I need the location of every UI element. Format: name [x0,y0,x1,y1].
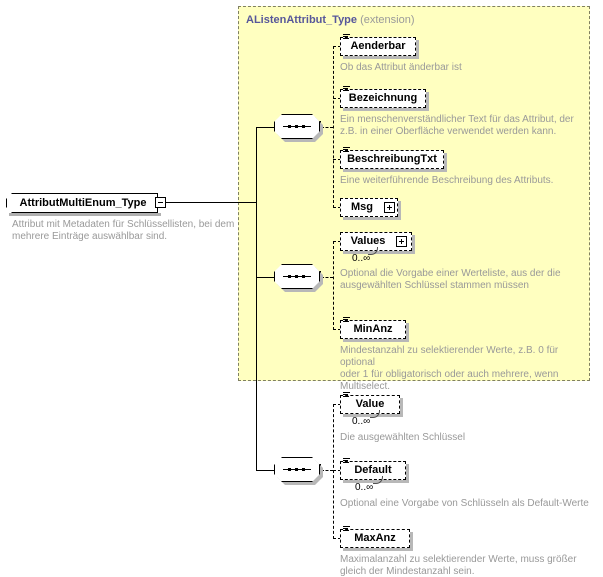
element-msg-label: Msg [351,201,373,213]
sequence-2-dot [295,275,298,278]
sequence-1-out-line [321,127,333,128]
element-minanz-label: MinAnz [353,323,393,335]
element-default-annotation: Optional eine Vorgabe von Schlüsseln als… [340,498,589,509]
element-beschreibungtxt-box[interactable] [340,150,444,169]
element-default-lines-icon [343,458,350,464]
stub-value [333,404,341,405]
element-beschreibungtxt-lines-icon [343,147,350,153]
element-maxanz-box[interactable] [340,529,410,548]
element-beschreibungtxt-label: BeschreibungTxt [347,153,437,165]
sequence-3-dot [302,468,305,471]
extension-panel [238,6,590,381]
element-bezeichnung-label: Bezeichnung [348,92,418,104]
element-msg-expander-plus-icon[interactable] [384,202,395,213]
element-bezeichnung-annotation: Ein menschenverständlicher Text für das … [340,114,574,137]
stub-minanz [333,329,341,330]
element-value-annotation: Die ausgewählten Schlüssel [340,432,466,443]
element-minanz-box[interactable] [340,320,406,339]
root-type-label: AttributMultiEnum_Type [19,197,147,209]
stub-default [333,470,341,471]
stub-values [333,241,341,242]
branch-line-seq-1 [256,127,274,128]
element-values-label: Values [350,235,386,247]
element-values-expander-plus-icon[interactable] [396,236,407,247]
element-bezeichnung-box[interactable] [340,89,426,108]
sequence-1-bus-line [333,46,334,208]
root-annotation: Attribut mit Metadaten für Schlüssellist… [12,219,235,242]
sequence-2-out-line [321,277,333,278]
stub-aenderbar [333,46,341,47]
extension-base-type: AListenAttribut_Type [246,14,358,26]
element-maxanz-label: MaxAnz [354,532,396,544]
root-expander-minus-icon[interactable] [155,197,166,208]
sequence-3-dot [295,468,298,471]
element-beschreibungtxt-annotation: Eine weiterführende Beschreibung des Att… [340,175,554,186]
element-maxanz-lines-icon [343,526,350,532]
sequence-1-dot [288,125,291,128]
element-value-multiplicity: 0..∞ [352,416,371,427]
root-connector-line [166,202,256,203]
element-default-label: Default [354,464,392,476]
element-bezeichnung-lines-icon [343,86,350,92]
element-value-label: Value [355,398,385,410]
stub-maxanz [333,538,341,539]
sequence-1-dot [302,125,305,128]
element-value-lines-icon [343,392,350,398]
element-msg-box[interactable] [340,198,398,217]
element-aenderbar-label: Aenderbar [350,40,406,52]
element-values-annotation: Optional die Vorgabe einer Werteliste, a… [340,268,561,291]
stub-bezeichnung [333,98,341,99]
element-values-multiplicity: 0..∞ [352,253,371,264]
element-default-multiplicity: 0..∞ [355,482,374,493]
element-aenderbar-box[interactable] [340,37,416,56]
root-box-shadow [9,213,161,216]
sequence-3-out-line [321,470,333,471]
element-minanz-lines-icon [343,317,350,323]
sequence-3-bus-line [333,404,334,539]
main-trunk-line [256,127,257,470]
sequence-2-dot [288,275,291,278]
branch-line-seq-3 [256,470,274,471]
sequence-2-bus-line [333,241,334,330]
element-maxanz-annotation: Maximalanzahl zu selektierender Werte, m… [340,554,577,577]
sequence-3-dot [288,468,291,471]
extension-kind: (extension) [360,14,415,26]
sequence-2-dot [302,275,305,278]
element-aenderbar-annotation: Ob das Attribut änderbar ist [340,62,462,73]
branch-line-seq-2 [256,277,274,278]
extension-panel-title: AListenAttribut_Type (extension) [246,14,415,26]
stub-beschreibungtxt [333,159,341,160]
stub-msg [333,207,341,208]
element-aenderbar-lines-icon [343,34,350,40]
element-minanz-annotation: Mindestanzahl zu selektierender Werte, z… [340,345,559,392]
sequence-1-dot [295,125,298,128]
